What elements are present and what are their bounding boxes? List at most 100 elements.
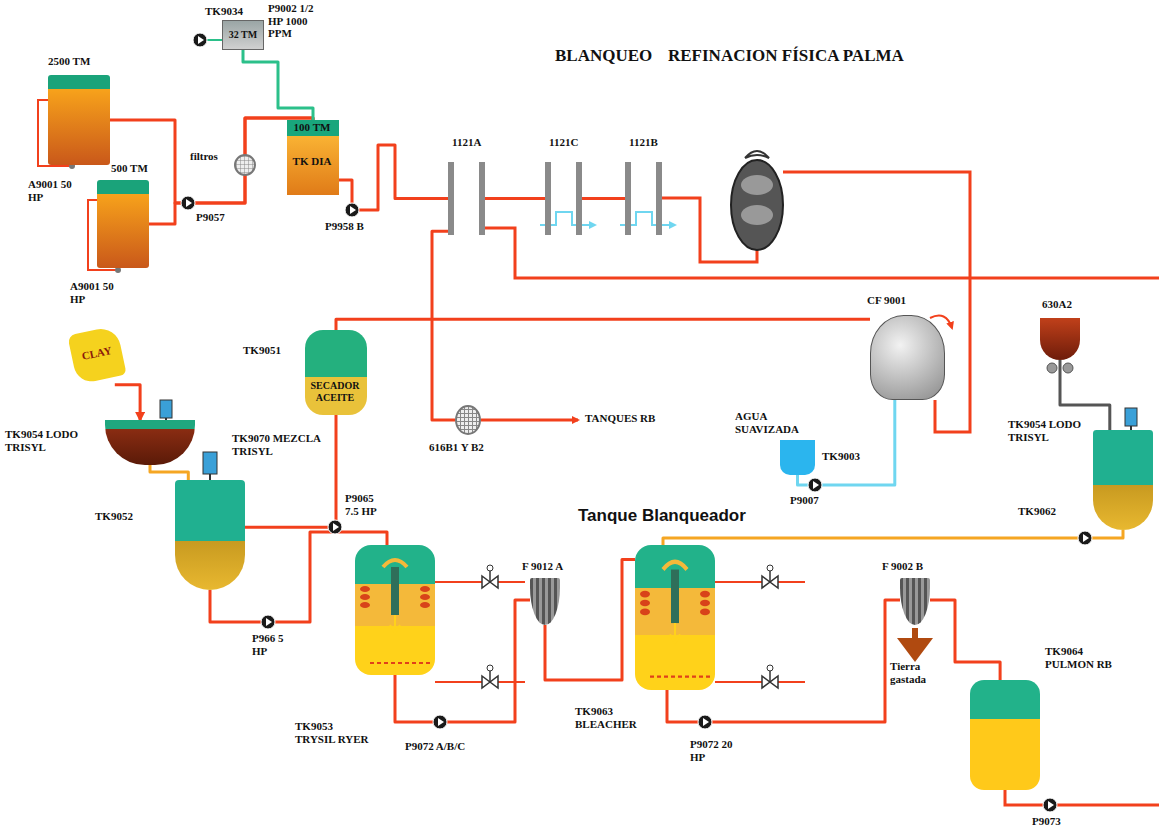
equipment-cone: F 9002 B [900,578,930,625]
pump-symbol [181,196,195,210]
equipment-tag: F 9002 B [882,560,923,573]
equipment-tag: TK9052 [95,510,133,523]
diagram-title: BLANQUEO [555,46,652,66]
pump-impeller [438,718,444,726]
equipment-tag: TK9054 LODO TRISYL [5,428,100,453]
valve-stem [489,670,491,682]
downcomer [391,567,399,615]
inlet-bend [663,562,687,570]
equipment-label: P9072 20 HP [690,738,740,763]
equipment-tag: F 9012 A [522,560,563,573]
equipment-tag: 616B1 Y B2 [429,441,484,454]
heating-coil [700,609,710,616]
mixer-vessel [731,151,783,250]
downcomer [671,570,679,624]
bleacher-internals [355,545,435,675]
flow-arrow [390,615,400,633]
equipment-tkdia: 100 TMTK DIA [287,120,339,195]
equipment-tag: 500 TM [111,162,148,175]
equipment-label: TANQUES RB [585,412,655,425]
spent-earth-arrow [912,628,918,650]
equipment-label: P9073 [1032,815,1061,828]
pump-symbol [345,203,359,217]
inlet-bend [383,560,407,567]
pipe-connector [582,197,625,200]
pipe-connector [150,465,188,480]
equipment-exch: 1121A [448,162,485,235]
pump-impeller [266,618,272,626]
pump-impeller [813,481,819,489]
steam-sparger [647,675,710,677]
valve-stem [489,570,491,582]
equipment-tag: 1121A [452,136,481,149]
equipment-tag: AGUA SUAVIZADA [735,410,805,435]
pipe-connector [336,319,870,330]
equipment-rhop: 630A2 [1040,318,1080,360]
pump-symbol [261,615,275,629]
equipment-bhop: AGUA SUAVIZADATK9003 [780,440,815,475]
equipment-tag: CF 9001 [867,294,906,307]
equipment-vessel: TK9054 LODO TRISYLTK9062 [1093,430,1153,530]
valve-handwheel [767,565,773,571]
pump-symbols [181,33,1092,812]
equipment-tag: TK9034 [205,5,243,18]
valve-stem [769,670,771,682]
pump-symbol [1043,798,1057,812]
valve-stem [769,570,771,582]
equipment-cap: TK9051SECADOR ACEITE [305,330,367,415]
pipe-connector [930,600,1000,680]
equipment-label: REFINACION FÍSICA PALMA [668,46,904,66]
equipment-tag: CLAY [74,343,120,365]
equipment-exch: 1121C [545,162,582,235]
rotary-valve [1047,363,1073,373]
pipe-connector [245,415,336,527]
equipment-label: P9057 [196,211,225,224]
heating-coil [700,591,710,598]
valve-handwheel [487,565,493,571]
pipe-connector [339,145,448,210]
agitator-motors [160,400,1137,480]
equipment-tankO: 2500 TM [48,75,110,165]
equipment-label: A9001 50 HP [70,280,120,305]
equipment-tag: 1121C [549,136,578,149]
equipment-label: Tierra gastada [890,660,945,685]
flow-arrow [670,623,680,643]
equipment-label: P9958 B [325,220,364,233]
pump-symbol [193,33,207,47]
equipment-tag: TK9053 TRYSIL RYER [295,720,370,745]
valve-handwheel [487,665,493,671]
dosing-line [207,39,222,41]
pump-symbol [698,715,712,729]
valve-handwheel [767,665,773,671]
equipment-tag: 1121B [629,136,658,149]
heating-coil [420,602,430,608]
heating-coil [420,594,430,600]
equipment-label: TK9070 MEZCLA TRISYL [232,432,327,457]
pipe-connector [432,231,455,420]
equipment-tag: TK9062 [1018,505,1056,518]
steam-valves [482,565,778,688]
strainer [235,155,255,175]
equipment-tag: TK DIA [289,155,335,168]
pump-impeller [198,36,204,44]
equipment-tankO: 500 TM [97,180,149,268]
heating-coil [640,600,650,607]
pump-impeller [333,523,339,531]
pump-symbol [1078,531,1092,545]
heating-coil [360,586,370,592]
equipment-tag: TK9051 [243,344,281,357]
equipment-tag: 32 TM [225,29,261,41]
pipe-connector [243,50,313,120]
steam-sparger [367,662,430,664]
heating-coil [700,600,710,607]
pump-impeller [1083,534,1089,542]
equipment-tag: TK9063 BLEACHER [575,705,645,730]
equipment-grid: 616B1 Y B2 [455,405,481,435]
bleacher-internals [635,545,715,690]
pump-impeller [703,718,709,726]
equipment-label: P9002 1/2 HP 1000 PPM [268,2,330,40]
equipment-cf: CF 9001 [870,315,945,400]
equipment-label: P9007 [790,494,819,507]
equipment-cone: F 9012 A [530,578,560,625]
